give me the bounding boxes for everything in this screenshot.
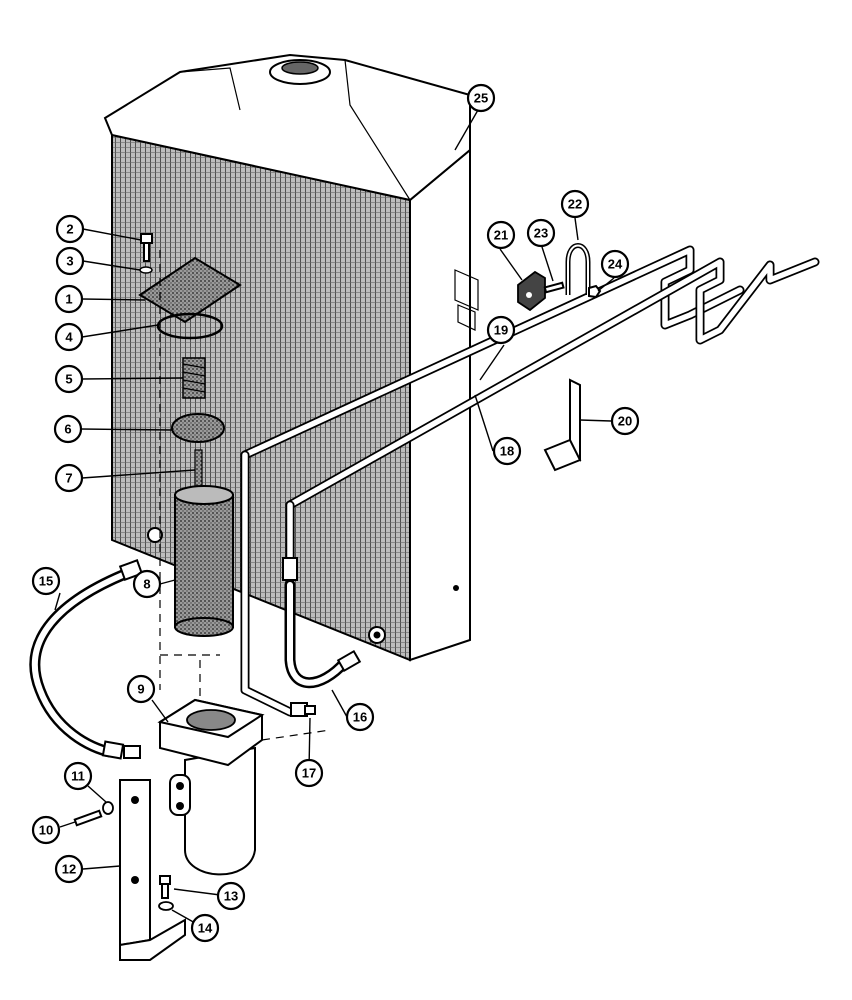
outlet-hose — [282, 500, 362, 689]
callout-label: 7 — [65, 471, 72, 486]
callout-16: 16 — [345, 702, 375, 732]
callout-label: 25 — [474, 91, 488, 106]
callout-20: 20 — [610, 406, 640, 436]
elbow-fitting — [290, 702, 316, 717]
callout-3: 3 — [55, 246, 85, 276]
callout-5: 5 — [54, 364, 84, 394]
callout-label: 15 — [39, 574, 53, 589]
callout-label: 14 — [198, 921, 213, 936]
lock-washer — [139, 266, 153, 274]
callout-8: 8 — [132, 569, 162, 599]
callout-25: 25 — [466, 83, 496, 113]
callout-13: 13 — [216, 881, 246, 911]
mounting-bracket — [119, 779, 186, 961]
callout-label: 24 — [608, 257, 623, 272]
cover-bolt — [140, 233, 153, 262]
callout-label: 6 — [64, 422, 71, 437]
filter-spring — [182, 357, 206, 399]
filter-element — [174, 485, 234, 637]
filter-cover-plate — [138, 256, 242, 324]
callout-label: 9 — [137, 682, 144, 697]
callout-label: 18 — [500, 444, 514, 459]
callout-6: 6 — [53, 414, 83, 444]
clip-screw — [543, 281, 565, 294]
lower-bolt — [159, 875, 171, 899]
callout-7: 7 — [54, 463, 84, 493]
oil-line-upper — [240, 245, 745, 460]
callout-19: 19 — [486, 315, 516, 345]
callout-12: 12 — [54, 854, 84, 884]
u-clamp — [565, 243, 591, 295]
callout-label: 10 — [39, 823, 53, 838]
callout-label: 12 — [62, 862, 76, 877]
callout-4: 4 — [54, 322, 84, 352]
callout-9: 9 — [126, 674, 156, 704]
cover-gasket — [156, 312, 224, 340]
callout-label: 5 — [65, 372, 72, 387]
line-support-bracket — [543, 378, 582, 472]
clamp-nut — [588, 284, 602, 299]
callout-label: 3 — [66, 254, 73, 269]
clip-block — [517, 270, 546, 312]
lower-washer — [158, 901, 174, 911]
callout-14: 14 — [190, 913, 220, 943]
callout-1: 1 — [54, 284, 84, 314]
callout-2: 2 — [55, 214, 85, 244]
callout-15: 15 — [31, 566, 61, 596]
callout-label: 17 — [302, 766, 316, 781]
callout-23: 23 — [526, 218, 556, 248]
callout-label: 23 — [534, 226, 548, 241]
callout-label: 13 — [224, 889, 238, 904]
center-rod — [194, 449, 203, 491]
callout-label: 16 — [353, 710, 367, 725]
oil-line-lower — [285, 257, 820, 510]
callout-label: 4 — [65, 330, 73, 345]
callout-label: 22 — [568, 197, 582, 212]
return-line — [240, 450, 295, 717]
spring-seat — [171, 413, 225, 443]
callout-24: 24 — [600, 249, 630, 279]
callout-17: 17 — [294, 758, 324, 788]
callout-label: 8 — [143, 577, 150, 592]
callout-11: 11 — [63, 761, 93, 791]
callout-label: 1 — [65, 292, 72, 307]
callout-21: 21 — [486, 220, 516, 250]
bracket-bolt — [73, 809, 103, 827]
bracket-washer — [102, 801, 114, 815]
callout-label: 19 — [494, 323, 508, 338]
callout-label: 21 — [494, 228, 508, 243]
callout-18: 18 — [492, 436, 522, 466]
callout-10: 10 — [31, 815, 61, 845]
filter-housing — [157, 698, 265, 876]
callout-label: 2 — [66, 222, 73, 237]
callout-22: 22 — [560, 189, 590, 219]
callout-label: 20 — [618, 414, 632, 429]
callout-label: 11 — [71, 769, 85, 784]
